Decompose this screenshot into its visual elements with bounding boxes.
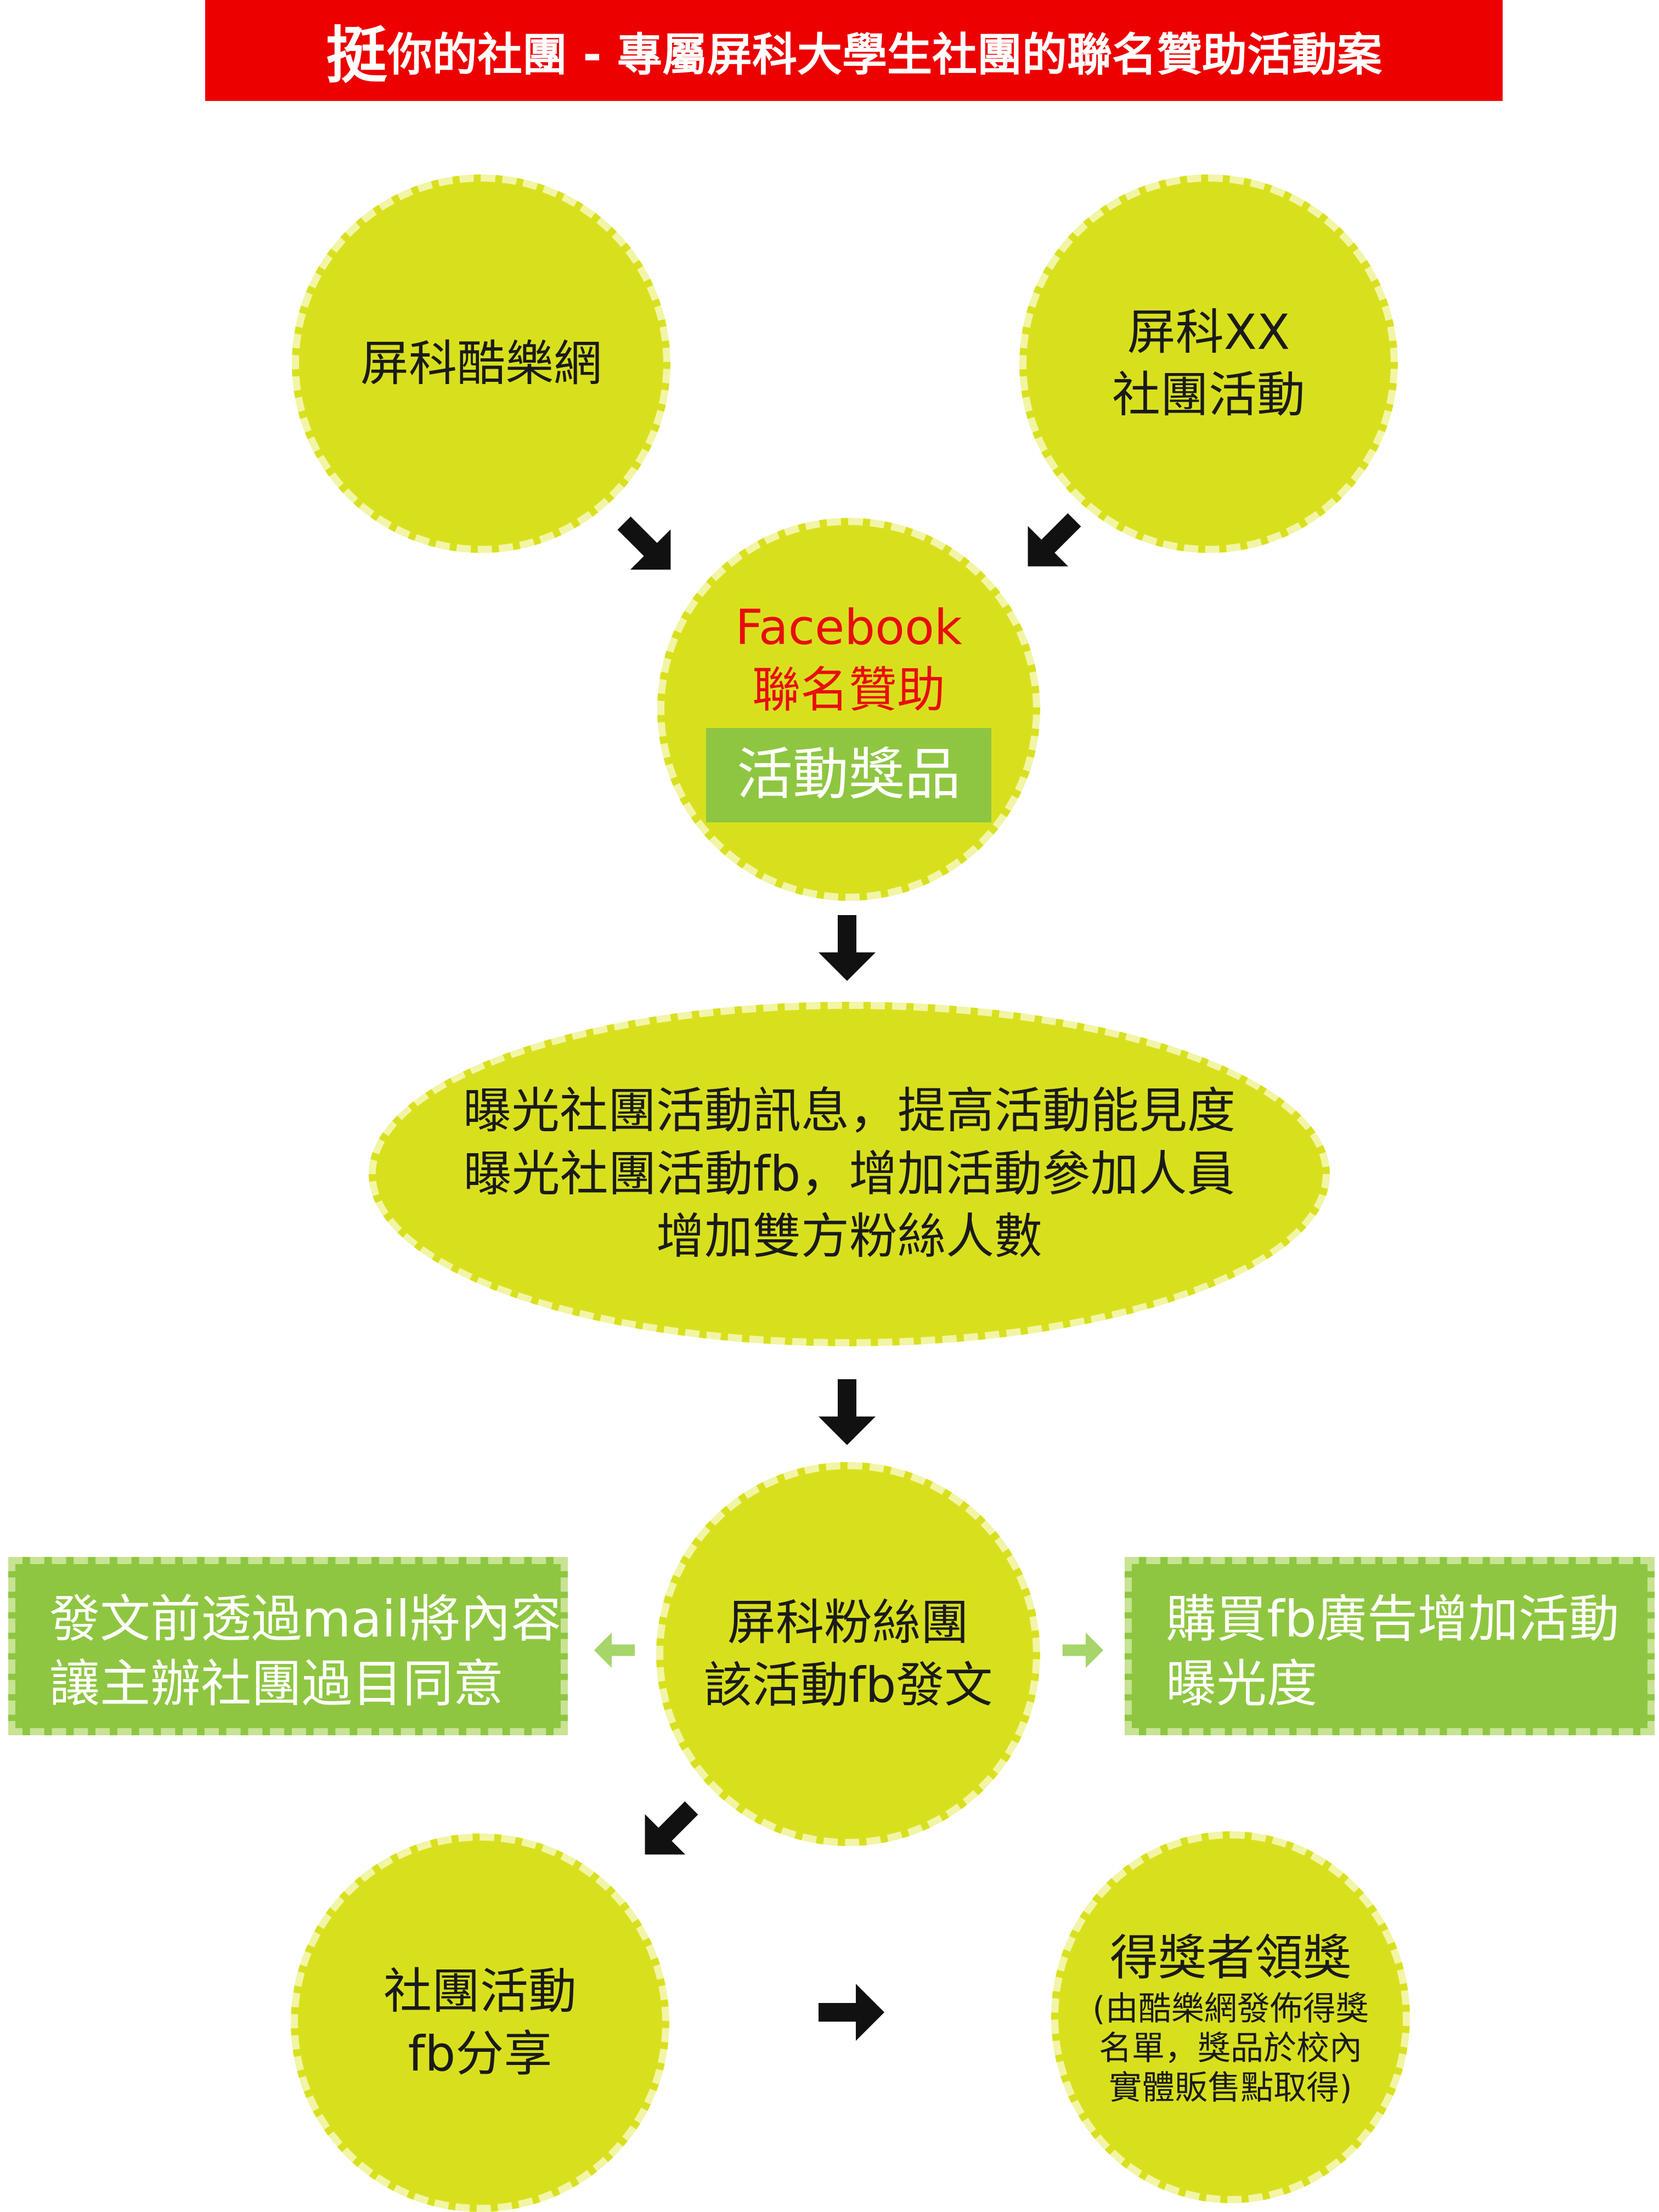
node-music-net-label: 屏科酷樂網 [360, 335, 602, 392]
buy-ads-line1: 購買fb廣告增加活動 [1166, 1590, 1620, 1649]
node-facebook-line2: 聯名贊助 [752, 662, 945, 718]
arrow-diag-down-left-2 [624, 1787, 712, 1875]
title-lead-char: 挺 [325, 20, 387, 92]
arrow-left-light [594, 1632, 635, 1668]
node-facebook-sponsor: Facebook 聯名贊助 活動獎品 [657, 518, 1040, 901]
exposure-line1: 曝光社團活動訊息，提高活動能見度 [462, 1082, 1235, 1139]
arrow-right [819, 1984, 884, 2041]
arrow-right-light [1062, 1632, 1104, 1668]
club-share-line2: fb分享 [408, 2025, 552, 2082]
fan-group-line1: 屏科粉絲團 [727, 1594, 969, 1651]
prize-label: 活動獎品 [706, 728, 991, 823]
winner-note-line2: 名單，獎品於校內 [1099, 2029, 1362, 2068]
club-share-line1: 社團活動 [383, 1962, 577, 2019]
arrow-down-1 [819, 915, 876, 981]
box-mail-approval: 發文前透過mail將內容 讓主辦社團過目同意 [8, 1557, 568, 1735]
mail-approval-line2: 讓主辦社團過目同意 [49, 1654, 504, 1713]
fan-group-line2: 該活動fb發文 [703, 1657, 993, 1713]
arrow-diag-down-left [1007, 499, 1095, 587]
winner-note-line1: (由酷樂網發佈得獎 [1092, 1990, 1369, 2029]
title-text: 你的社團 - 專屬屏科大學生社團的聯名贊助活動案 [387, 29, 1383, 81]
exposure-line3: 增加雙方粉絲人數 [656, 1208, 1042, 1265]
box-buy-ads: 購買fb廣告增加活動 曝光度 [1125, 1557, 1655, 1735]
node-facebook-line1: Facebook [735, 599, 962, 656]
title-banner: 挺你的社團 - 專屬屏科大學生社團的聯名贊助活動案 [205, 0, 1503, 101]
buy-ads-line2: 曝光度 [1166, 1654, 1318, 1713]
mail-approval-line1: 發文前透過mail將內容 [49, 1590, 562, 1649]
exposure-line2: 曝光社團活動fb，增加活動參加人員 [463, 1145, 1235, 1202]
node-exposure: 曝光社團活動訊息，提高活動能見度 曝光社團活動fb，增加活動參加人員 增加雙方粉… [369, 1002, 1330, 1346]
arrow-diag-down-right [603, 503, 691, 590]
winner-title: 得獎者領獎 [1109, 1929, 1351, 1986]
node-club-activity-line1: 屏科XX [1127, 303, 1290, 360]
arrow-down-2 [819, 1379, 876, 1445]
node-club-activity-line2: 社團活動 [1111, 366, 1305, 423]
winner-note-line3: 實體販售點取得) [1109, 2069, 1352, 2108]
node-winner: 得獎者領獎 (由酷樂網發佈得獎 名單，獎品於校內 實體販售點取得) [1051, 1831, 1410, 2203]
